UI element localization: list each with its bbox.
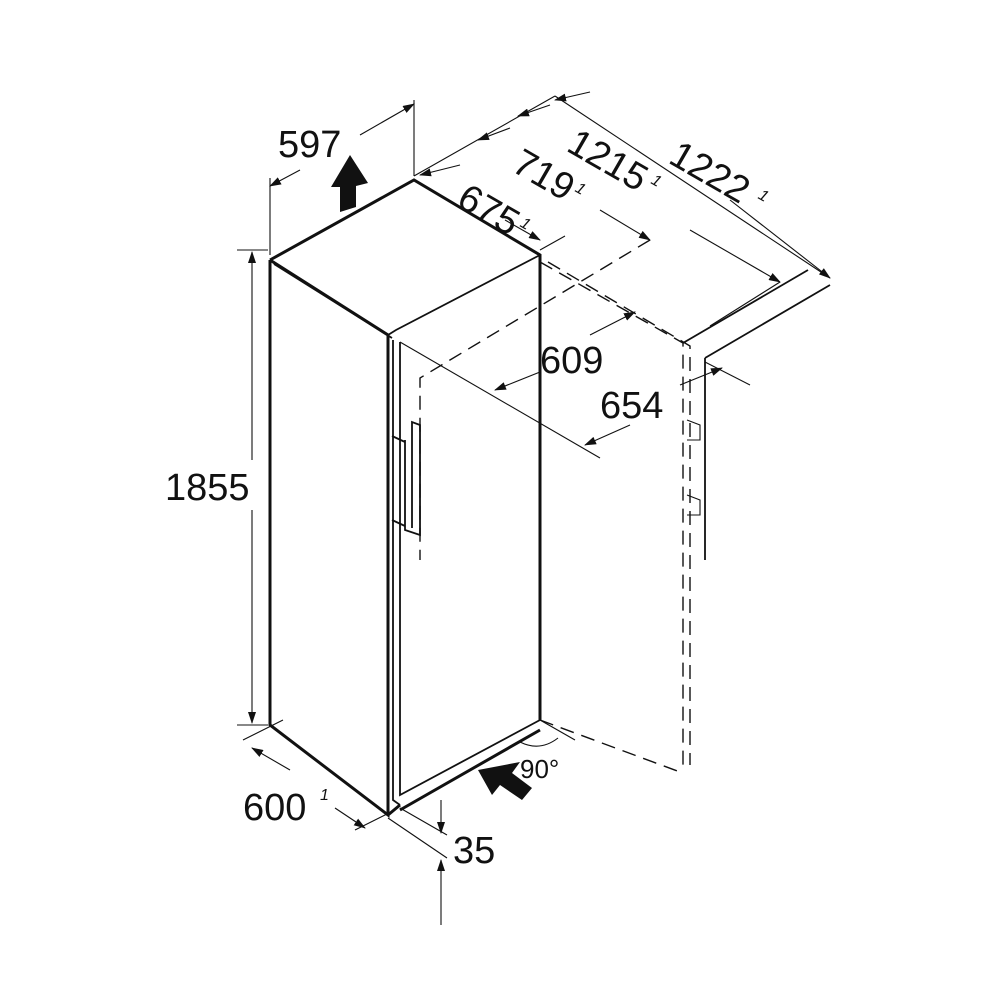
up-arrow-icon (331, 155, 368, 212)
label-depth-body: 675 (451, 176, 527, 244)
label-depth-door-open-note: 1 (648, 172, 664, 191)
door-direction-arrow-icon (478, 762, 532, 800)
label-door-clearance-1: 609 (540, 340, 603, 382)
label-door-clearance-2: 654 (600, 385, 663, 427)
label-depth-total: 1222 (663, 133, 757, 212)
dimension-bottom (242, 719, 448, 925)
label-width: 597 (278, 124, 341, 166)
label-foot-height: 35 (453, 830, 495, 872)
dimension-height (237, 249, 268, 726)
label-depth-total-note: 1 (755, 187, 771, 206)
dimension-depth-lines (413, 91, 831, 327)
wall-outline (419, 239, 831, 773)
label-height: 1855 (165, 467, 250, 509)
label-door-angle: 90° (520, 754, 559, 784)
cabinet-outline (268, 178, 542, 819)
label-width-bottom-note: 1 (320, 787, 329, 804)
dimension-width-top (269, 100, 415, 255)
label-width-bottom: 600 (243, 787, 306, 829)
door-angle-indicator (519, 719, 576, 747)
dimension-door-clearance (399, 311, 751, 459)
door-handle (391, 420, 421, 537)
